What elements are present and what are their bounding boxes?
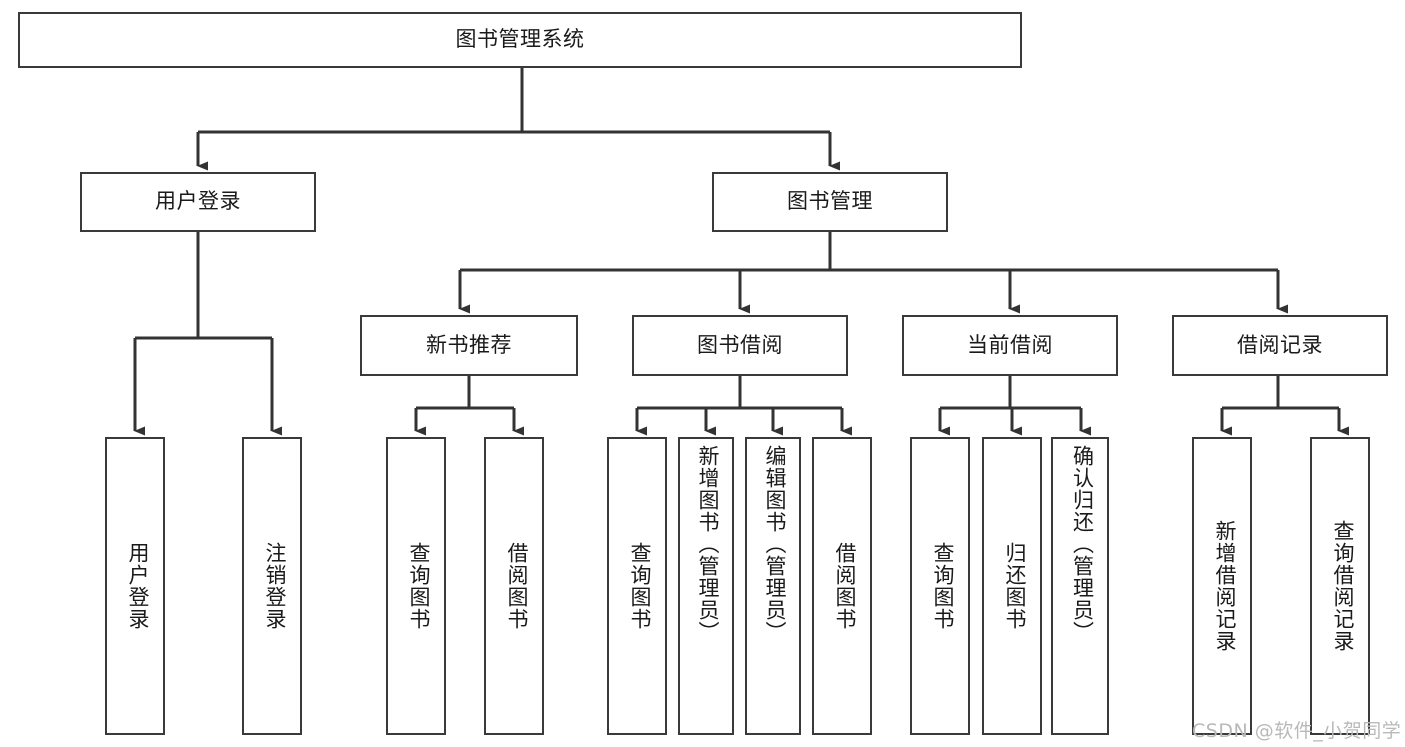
node-leaf-confirm-return[interactable]: 确认归还（管理员） <box>1051 437 1109 735</box>
node-new-book-recommend-label: 新书推荐 <box>426 332 512 357</box>
node-leaf-user-login[interactable]: 用户登录 <box>105 437 165 735</box>
node-leaf-add-book[interactable]: 新增图书（管理员） <box>678 437 734 735</box>
node-leaf-add-record-label: 新增借阅记录 <box>1213 520 1237 652</box>
node-leaf-query-book-2-label: 查询图书 <box>628 542 652 630</box>
node-user-login[interactable]: 用户登录 <box>80 172 316 232</box>
node-current-borrow-label: 当前借阅 <box>967 332 1053 357</box>
node-leaf-borrow-book-1-label: 借阅图书 <box>505 542 529 630</box>
node-leaf-borrow-book-1[interactable]: 借阅图书 <box>484 437 544 735</box>
node-leaf-add-book-label: 新增图书（管理员） <box>696 445 720 643</box>
node-book-manage-label: 图书管理 <box>787 189 873 214</box>
node-book-borrow-label: 图书借阅 <box>697 332 783 357</box>
node-leaf-user-login-label: 用户登录 <box>126 542 150 630</box>
node-current-borrow[interactable]: 当前借阅 <box>902 315 1118 376</box>
node-leaf-add-record[interactable]: 新增借阅记录 <box>1192 437 1252 735</box>
node-leaf-query-book-2[interactable]: 查询图书 <box>607 437 667 735</box>
node-leaf-return-book-label: 归还图书 <box>1003 542 1027 630</box>
node-leaf-query-record[interactable]: 查询借阅记录 <box>1310 437 1370 735</box>
node-leaf-query-book-1[interactable]: 查询图书 <box>386 437 446 735</box>
node-book-manage[interactable]: 图书管理 <box>712 172 948 232</box>
node-leaf-query-record-label: 查询借阅记录 <box>1331 520 1355 652</box>
node-leaf-borrow-book-2-label: 借阅图书 <box>833 542 857 630</box>
node-new-book-recommend[interactable]: 新书推荐 <box>360 315 578 376</box>
node-root[interactable]: 图书管理系统 <box>18 12 1022 68</box>
node-leaf-edit-book[interactable]: 编辑图书（管理员） <box>745 437 801 735</box>
node-leaf-user-logout-label: 注销登录 <box>263 542 287 630</box>
node-book-borrow[interactable]: 图书借阅 <box>632 315 848 376</box>
node-leaf-query-book-1-label: 查询图书 <box>407 542 431 630</box>
node-leaf-query-book-3-label: 查询图书 <box>931 542 955 630</box>
node-leaf-user-logout[interactable]: 注销登录 <box>242 437 302 735</box>
node-leaf-return-book[interactable]: 归还图书 <box>982 437 1042 735</box>
node-leaf-query-book-3[interactable]: 查询图书 <box>910 437 970 735</box>
node-borrow-record[interactable]: 借阅记录 <box>1172 315 1388 376</box>
node-leaf-edit-book-label: 编辑图书（管理员） <box>763 445 787 643</box>
node-root-label: 图书管理系统 <box>455 27 585 52</box>
node-leaf-borrow-book-2[interactable]: 借阅图书 <box>812 437 872 735</box>
node-borrow-record-label: 借阅记录 <box>1237 332 1323 357</box>
node-user-login-label: 用户登录 <box>155 189 241 214</box>
node-leaf-confirm-return-label: 确认归还（管理员） <box>1070 445 1095 643</box>
